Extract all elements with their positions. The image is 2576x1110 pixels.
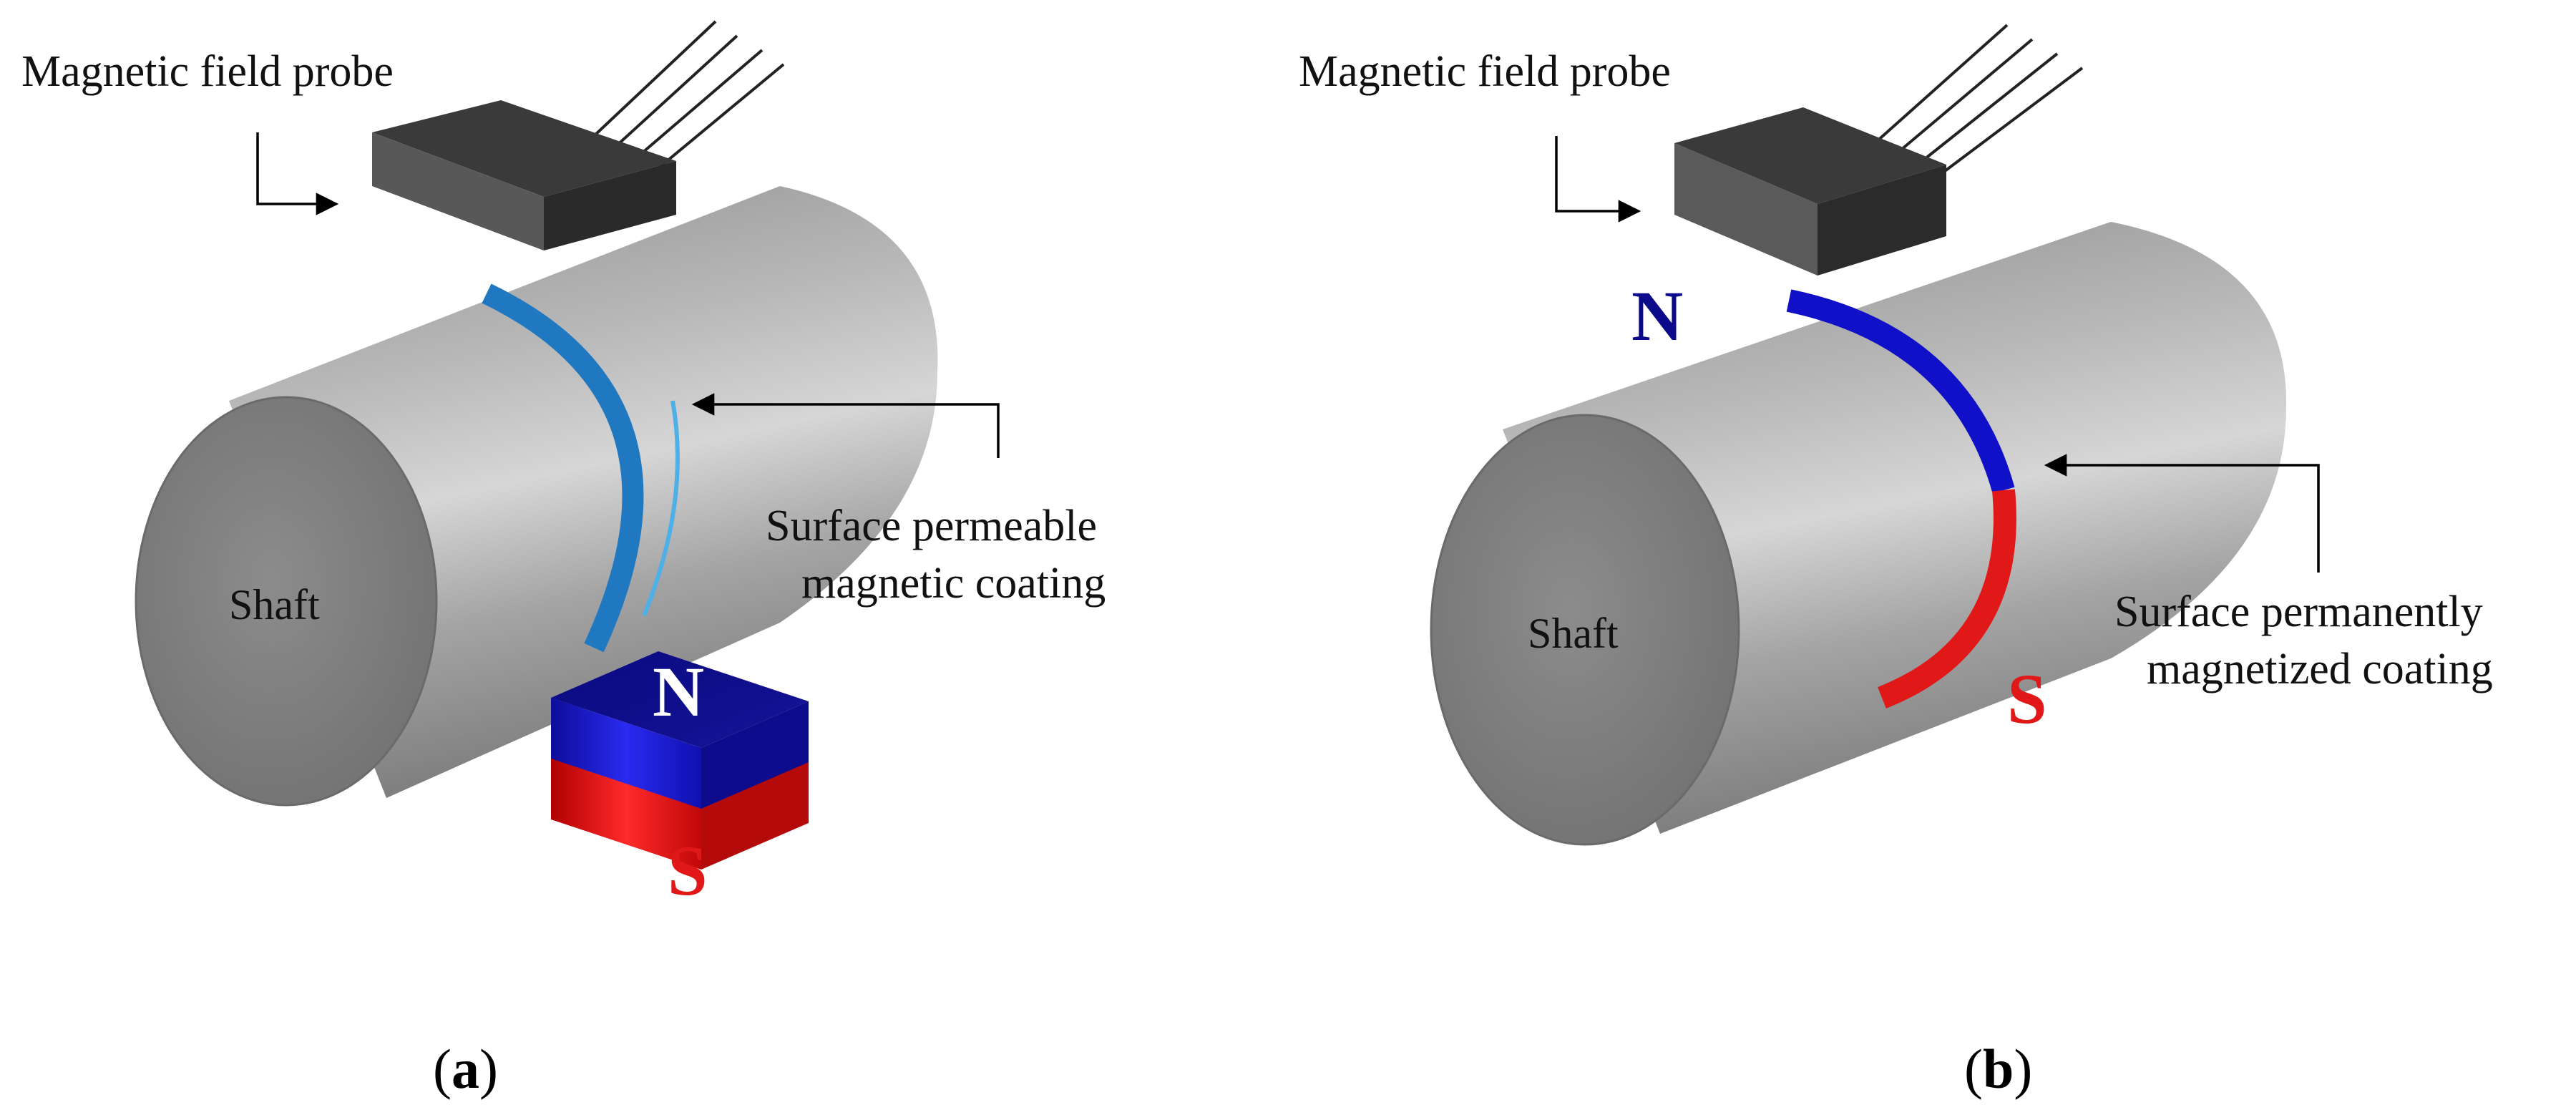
coating-label-b-line1: Surface permanently <box>2114 588 2483 636</box>
probe-pointer-arrow-a <box>256 132 339 215</box>
magnet-north-label: N <box>653 652 704 731</box>
permeable-coating-ring <box>482 283 644 653</box>
coating-label-a-line2: magnetic coating <box>801 559 1106 608</box>
probe-a <box>372 20 785 250</box>
shaft-label-a: Shaft <box>229 581 320 628</box>
caption-a: (a) <box>433 1038 498 1100</box>
shaft-end-face-b <box>1430 414 1740 846</box>
coating-label-a-line1: Surface permeable <box>766 502 1097 550</box>
shaft-end-face-a <box>135 396 438 807</box>
coating-label-b-line2: magnetized coating <box>2147 645 2493 693</box>
coating-pointer-arrow-b <box>2044 454 2320 573</box>
magnetized-coating-north <box>1786 289 2015 494</box>
shaft-label-b: Shaft <box>1528 610 1619 657</box>
magnetized-coating-south <box>1878 489 2016 709</box>
bar-magnet <box>551 651 809 870</box>
probe-label-b: Magnetic field probe <box>1299 47 1671 96</box>
pole-south-label-b: S <box>2007 659 2047 739</box>
probe-pointer-arrow-b <box>1555 136 1641 223</box>
coating-pointer-arrow-a <box>691 393 1000 458</box>
probe-b <box>1674 24 2084 276</box>
panel-a: Magnetic field probe Shaft Surface perme… <box>21 20 1106 1100</box>
panel-b: Magnetic field probe Shaft Surface perma… <box>1299 24 2493 1100</box>
magnet-south-label: S <box>668 831 708 910</box>
pole-north-label-b: N <box>1631 276 1683 356</box>
caption-b: (b) <box>1964 1038 2032 1100</box>
probe-label-a: Magnetic field probe <box>21 47 394 96</box>
